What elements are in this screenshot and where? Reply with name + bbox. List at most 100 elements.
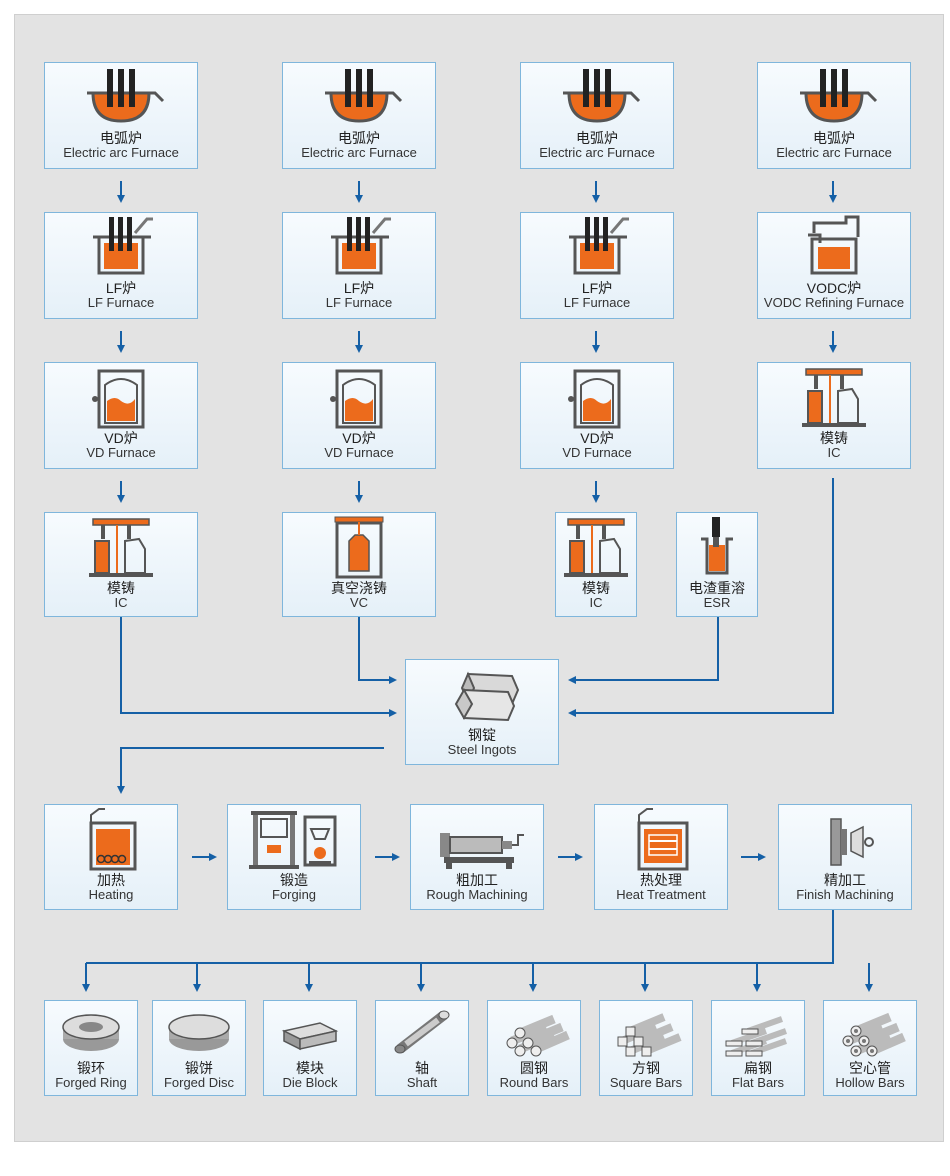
label-en: Electric arc Furnace	[301, 145, 417, 160]
label-en: Heating	[88, 887, 134, 902]
node-r3-lf-furnace[interactable]: LF炉 LF Furnace	[520, 212, 674, 319]
flat-bars-icon	[725, 1016, 787, 1057]
node-r4-electric-arc-furnace[interactable]: 电弧炉 Electric arc Furnace	[757, 62, 911, 169]
arrow-ingots-to-heating	[117, 747, 384, 794]
node-r3-electric-arc-furnace[interactable]: 电弧炉 Electric arc Furnace	[520, 62, 674, 169]
shaft-icon	[394, 1010, 450, 1054]
ladle-furnace-icon	[93, 217, 153, 275]
ingot-casting-icon	[564, 518, 628, 577]
node-round-bars[interactable]: 圆钢 Round Bars	[487, 1000, 581, 1096]
label-zh: 锻造	[280, 872, 308, 888]
node-shaft[interactable]: 轴 Shaft	[375, 1000, 469, 1096]
node-rough-machining[interactable]: 粗加工 Rough Machining	[410, 804, 544, 910]
label-zh: 加热	[97, 872, 125, 888]
label-zh: 电弧炉	[100, 130, 142, 146]
node-r4-ingot-casting[interactable]: 模铸 IC	[757, 362, 911, 469]
label-zh: VD炉	[580, 430, 614, 446]
forging-press-icon	[249, 811, 337, 869]
round-bars-icon	[506, 1014, 570, 1057]
label-zh: 轴	[415, 1060, 429, 1076]
electroslag-remelting-icon	[701, 517, 733, 575]
node-forged-ring[interactable]: 锻环 Forged Ring	[44, 1000, 138, 1096]
node-flat-bars[interactable]: 扁钢 Flat Bars	[711, 1000, 805, 1096]
label-en: Forged Ring	[55, 1075, 127, 1090]
label-zh: 钢锭	[468, 727, 496, 743]
node-r2-vd-furnace[interactable]: VD炉 VD Furnace	[282, 362, 436, 469]
node-steel-ingots[interactable]: 钢锭 Steel Ingots	[405, 659, 559, 765]
label-zh: 电渣重溶	[689, 580, 745, 596]
electric-arc-furnace-icon	[325, 69, 403, 123]
label-en: Rough Machining	[426, 887, 528, 902]
ladle-furnace-icon	[331, 217, 391, 275]
electric-arc-furnace-icon	[563, 69, 641, 123]
node-forging[interactable]: 锻造 Forging	[227, 804, 361, 910]
label-zh: 扁钢	[744, 1060, 772, 1076]
label-zh: 圆钢	[520, 1060, 548, 1076]
node-heat-treatment[interactable]: 热处理 Heat Treatment	[594, 804, 728, 910]
vacuum-degassing-icon	[568, 369, 621, 429]
label-en: Forging	[271, 887, 317, 902]
node-r3-ingot-casting[interactable]: 模铸 IC	[555, 512, 637, 617]
label-zh: 电弧炉	[338, 130, 380, 146]
label-en: ESR	[703, 595, 731, 610]
node-die-block[interactable]: 模块 Die Block	[263, 1000, 357, 1096]
label-en: Steel Ingots	[447, 742, 517, 757]
label-zh: VD炉	[342, 430, 376, 446]
finish-machining-icon	[830, 818, 874, 866]
label-en: VODC Refining Furnace	[763, 295, 905, 310]
node-r2-lf-furnace[interactable]: LF炉 LF Furnace	[282, 212, 436, 319]
forged-disc-icon	[168, 1014, 230, 1051]
label-en: Electric arc Furnace	[539, 145, 655, 160]
node-r4-vodc-furnace[interactable]: VODC炉 VODC Refining Furnace	[757, 212, 911, 319]
label-en: LF Furnace	[87, 295, 155, 310]
vacuum-casting-icon	[334, 516, 384, 579]
arrow-r4-to-ingots	[568, 478, 834, 717]
label-zh: 粗加工	[456, 872, 498, 888]
label-en: Electric arc Furnace	[63, 145, 179, 160]
label-zh: 方钢	[632, 1060, 660, 1076]
heat-treatment-furnace-icon	[637, 808, 689, 871]
ingot-casting-icon	[89, 518, 153, 577]
label-zh: 电弧炉	[576, 130, 618, 146]
node-square-bars[interactable]: 方钢 Square Bars	[599, 1000, 693, 1096]
node-hollow-bars[interactable]: 空心管 Hollow Bars	[823, 1000, 917, 1096]
node-r3-vd-furnace[interactable]: VD炉 VD Furnace	[520, 362, 674, 469]
ingot-casting-icon	[802, 368, 866, 427]
node-forged-disc[interactable]: 锻饼 Forged Disc	[152, 1000, 246, 1096]
node-heating[interactable]: 加热 Heating	[44, 804, 178, 910]
node-r1-ingot-casting[interactable]: 模铸 IC	[44, 512, 198, 617]
node-finish-machining[interactable]: 精加工 Finish Machining	[778, 804, 912, 910]
node-r2-electric-arc-furnace[interactable]: 电弧炉 Electric arc Furnace	[282, 62, 436, 169]
label-en: Heat Treatment	[616, 887, 706, 902]
label-en: Shaft	[406, 1075, 438, 1090]
label-zh: 精加工	[824, 872, 866, 888]
node-r2-vacuum-casting[interactable]: 真空浇铸 VC	[282, 512, 436, 617]
label-en: IC	[589, 595, 603, 610]
arrow-r1-to-ingots	[120, 617, 397, 717]
label-en: VD Furnace	[562, 445, 632, 460]
steel-ingots-icon	[454, 671, 520, 722]
electric-arc-furnace-icon	[800, 69, 878, 123]
label-en: VD Furnace	[86, 445, 156, 460]
arrow-r2-to-ingots	[358, 617, 397, 684]
vodc-furnace-icon	[808, 215, 860, 275]
label-zh: VODC炉	[806, 280, 862, 296]
node-r1-electric-arc-furnace[interactable]: 电弧炉 Electric arc Furnace	[44, 62, 198, 169]
label-en: LF Furnace	[325, 295, 393, 310]
node-r3-esr[interactable]: 电渣重溶 ESR	[676, 512, 758, 617]
label-zh: 模块	[296, 1060, 324, 1076]
label-en: Square Bars	[609, 1075, 683, 1090]
electric-arc-furnace-icon	[87, 69, 165, 123]
forged-ring-icon	[62, 1014, 120, 1051]
label-zh: 空心管	[849, 1060, 891, 1076]
label-zh: LF炉	[343, 280, 375, 296]
label-zh: 真空浇铸	[331, 580, 387, 596]
label-zh: LF炉	[581, 280, 613, 296]
label-zh: LF炉	[105, 280, 137, 296]
label-zh: 模铸	[582, 580, 610, 596]
label-en: Forged Disc	[163, 1075, 235, 1090]
node-r1-lf-furnace[interactable]: LF炉 LF Furnace	[44, 212, 198, 319]
hollow-bars-icon	[842, 1012, 906, 1057]
node-r1-vd-furnace[interactable]: VD炉 VD Furnace	[44, 362, 198, 469]
arrow-esr-to-ingots	[568, 617, 719, 684]
